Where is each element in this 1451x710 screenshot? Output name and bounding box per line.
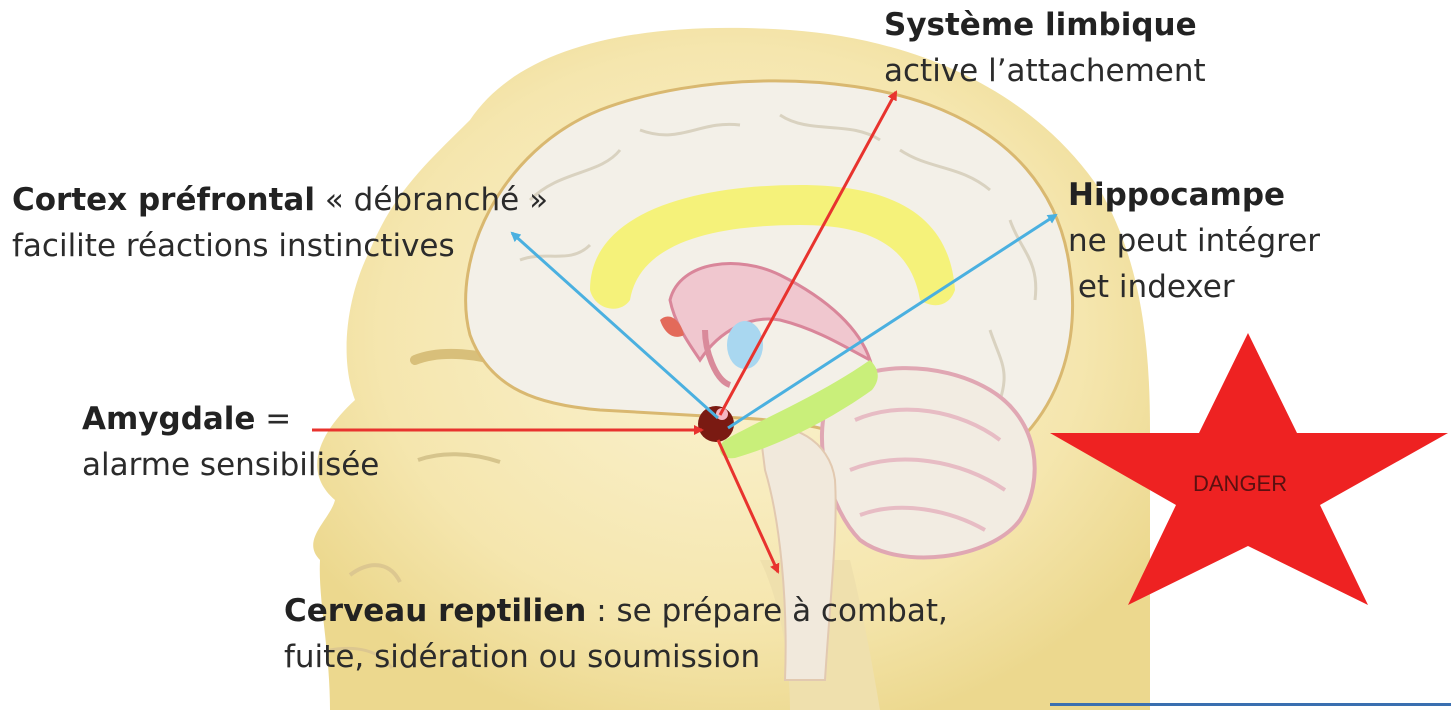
hippocampus-label: Hippocampe ne peut intégrer et indexer (1068, 172, 1320, 310)
bottom-border-line (1050, 703, 1451, 706)
amygdala-title: Amygdale (82, 401, 255, 437)
cortex-suffix: « débranché » (315, 182, 548, 218)
amygdala-label: Amygdale = alarme sensibilisée (82, 396, 379, 488)
hippocampus-desc-1: ne peut intégrer (1068, 223, 1320, 259)
reptilian-desc: fuite, sidération ou soumission (284, 639, 760, 675)
limbic-label: Système limbique active l’attachement (884, 2, 1206, 94)
limbic-desc: active l’attachement (884, 53, 1206, 89)
danger-label: DANGER (1193, 471, 1287, 497)
hippocampus-title: Hippocampe (1068, 177, 1285, 213)
reptilian-label: Cerveau reptilien : se prépare à combat,… (284, 588, 948, 680)
amygdala-suffix: = (255, 401, 291, 437)
limbic-title: Système limbique (884, 7, 1197, 43)
cortex-desc: facilite réactions instinctives (12, 228, 455, 264)
cortex-title: Cortex préfrontal (12, 182, 315, 218)
cortex-label: Cortex préfrontal « débranché » facilite… (12, 177, 548, 269)
hippocampus-desc-2: et indexer (1068, 269, 1235, 305)
reptilian-title: Cerveau reptilien (284, 593, 586, 629)
amygdala-desc: alarme sensibilisée (82, 447, 379, 483)
reptilian-suffix: : se prépare à combat, (586, 593, 947, 629)
